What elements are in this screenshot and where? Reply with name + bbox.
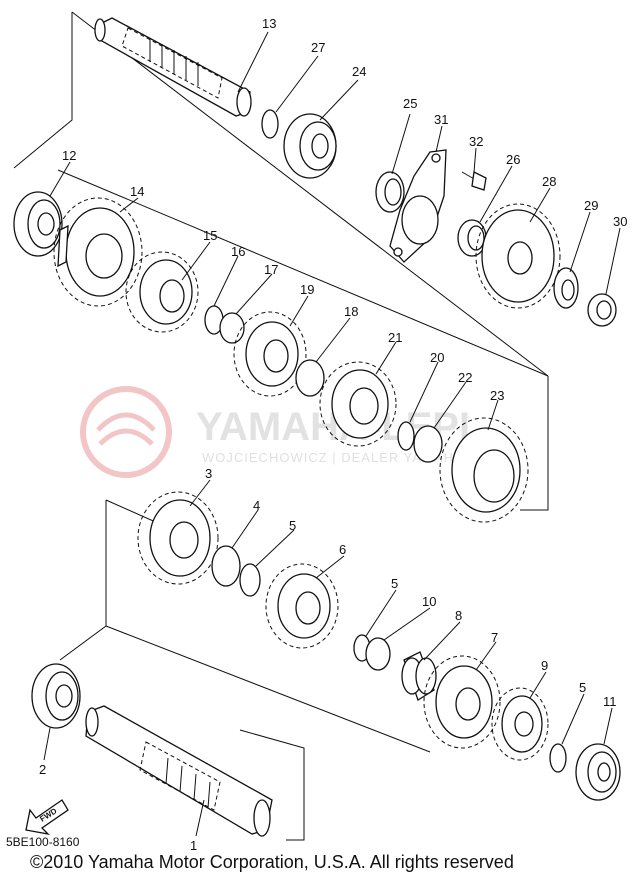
gear-6 [265,563,339,649]
bearing-12 [13,191,63,257]
lock-washer-29 [553,267,579,309]
callout-24: 24 [352,64,366,79]
collar-26 [457,219,487,257]
nut-30 [587,293,617,327]
bushing-8 [401,651,437,701]
drive-sprocket-28 [475,203,561,309]
callout-6: 6 [339,542,346,557]
bearing-24 [283,113,337,179]
gear-14 [53,197,143,307]
drive-axle-1 [85,705,273,837]
callout-29: 29 [584,198,598,213]
bearing-11 [575,743,621,801]
callout-22: 22 [458,370,472,385]
callout-20: 20 [430,350,444,365]
circlip-27 [261,109,279,139]
diagram-code: 5BE100-8160 [6,835,80,849]
callout-21: 21 [388,330,402,345]
gear-3 [137,491,219,585]
circlip-5-a [239,563,261,597]
callout-25: 25 [403,96,417,111]
callout-numbers: 13 27 24 25 31 32 26 28 29 30 12 14 15 1… [39,16,627,853]
washer-10 [365,637,391,671]
bolt-32 [461,171,487,191]
callout-32: 32 [469,134,483,149]
callout-26: 26 [506,152,520,167]
callout-28: 28 [542,174,556,189]
callout-leaders [43,31,621,837]
callout-5-c: 5 [579,680,586,695]
callout-3: 3 [205,466,212,481]
washer-17 [219,312,245,344]
gear-9 [491,687,549,761]
callout-18: 18 [344,304,358,319]
gear-21 [319,361,397,447]
callout-8: 8 [455,608,462,623]
washer-22 [413,425,443,463]
upper-assembly-frame [13,11,549,511]
callout-23: 23 [490,388,504,403]
circlip-20 [397,421,415,451]
bearing-2 [31,663,81,729]
callout-13: 13 [262,16,276,31]
callout-9: 9 [541,658,548,673]
callout-27: 27 [311,40,325,55]
watermark-subtitle: WOJCIECHOWICZ | DEALER YAMAHA [202,450,464,465]
washer-4 [211,545,241,587]
callout-7: 7 [491,630,498,645]
callout-31: 31 [434,112,448,127]
callout-17: 17 [264,262,278,277]
callout-30: 30 [613,214,627,229]
main-shaft-13 [94,17,252,117]
callout-11: 11 [603,694,617,709]
plate-31 [389,149,447,263]
callout-15: 15 [203,228,217,243]
callout-16: 16 [231,244,245,259]
gear-15 [125,251,199,333]
oil-seal-25 [375,171,405,213]
callout-1: 1 [190,838,197,853]
circlip-5-c [549,743,567,773]
washer-18 [295,359,325,397]
fwd-arrow-icon: FWD [25,799,69,836]
callout-12: 12 [62,148,76,163]
gear-19 [233,311,307,397]
callout-19: 19 [300,282,314,297]
callout-5-b: 5 [391,576,398,591]
callout-14: 14 [130,184,144,199]
callout-2: 2 [39,762,46,777]
gear-7 [423,655,501,749]
gear-23 [439,417,529,523]
copyright-notice: ©2010 Yamaha Motor Corporation, U.S.A. A… [30,852,514,872]
callout-4: 4 [253,498,260,513]
callout-10: 10 [422,594,436,609]
callout-5-a: 5 [289,518,296,533]
